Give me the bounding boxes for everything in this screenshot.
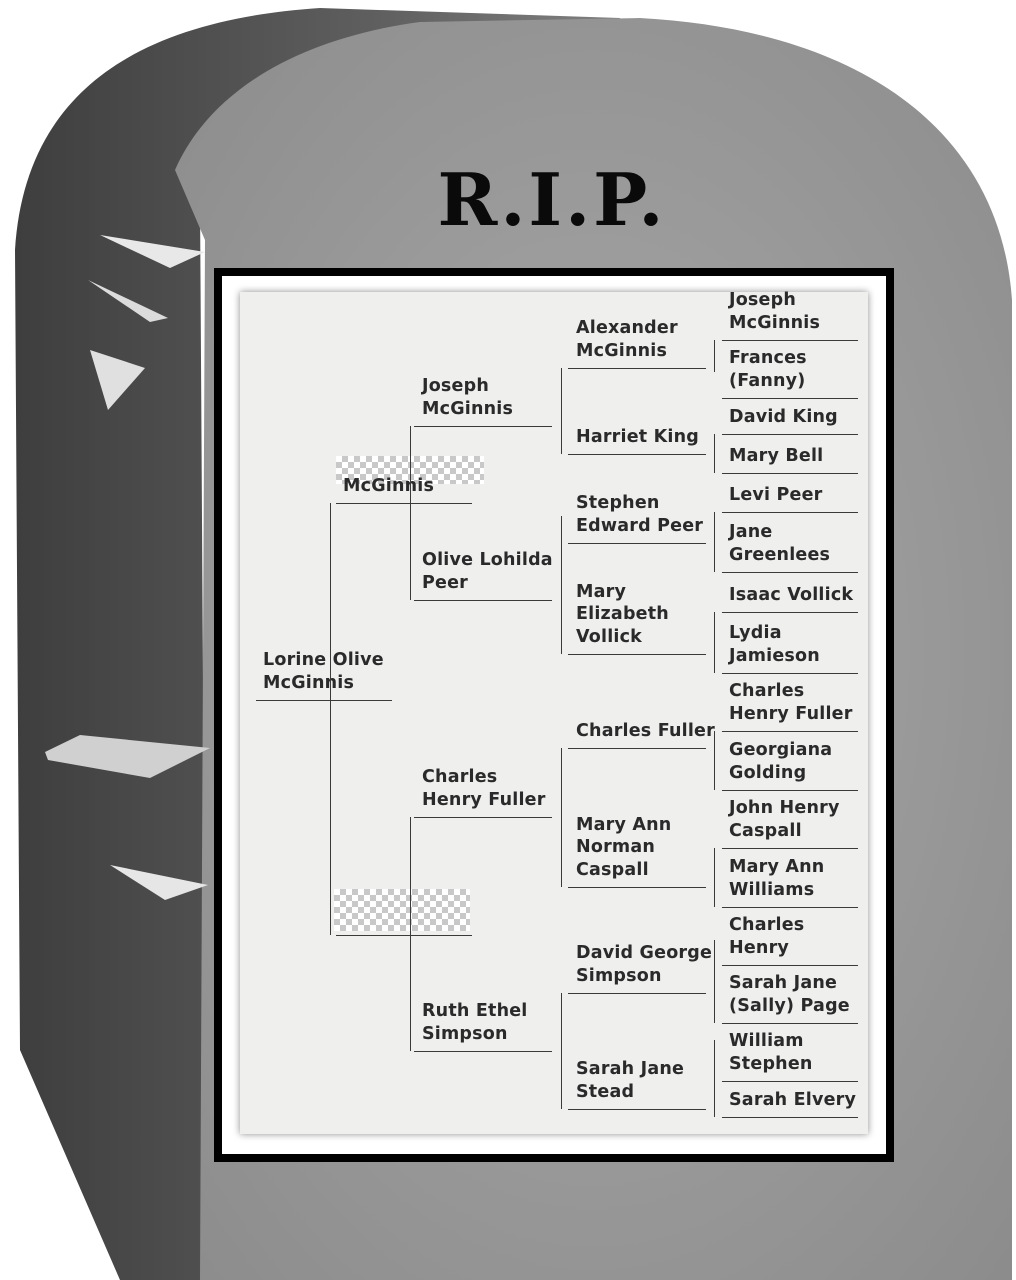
stone-cracks — [45, 235, 210, 900]
great-grandparent-underline — [568, 368, 706, 370]
great-grandparent-connector — [714, 848, 716, 907]
person-great-grandparent: Harriet King — [576, 426, 699, 447]
great-grandparent-connector — [714, 434, 716, 473]
father-underline — [336, 503, 472, 505]
great-great-grandparent-underline — [722, 1117, 858, 1119]
great-grandparent-underline — [568, 993, 706, 995]
great-great-grandparent-underline — [722, 473, 858, 475]
grandparent-underline — [414, 426, 552, 428]
great-grandparent-connector — [714, 612, 716, 673]
great-great-grandparent-underline — [722, 340, 858, 342]
great-grandparent-connector — [714, 1040, 716, 1117]
family-tree-paper — [240, 292, 868, 1134]
grandparent-connector — [561, 993, 563, 1109]
great-great-grandparent-underline — [722, 790, 858, 792]
great-grandparent-connector — [714, 940, 716, 1023]
father-connector — [410, 426, 412, 600]
great-great-grandparent-underline — [722, 731, 858, 733]
great-great-grandparent-underline — [722, 907, 858, 909]
self-connector — [330, 503, 332, 935]
mother-underline — [336, 935, 472, 937]
great-great-grandparent-underline — [722, 965, 858, 967]
great-great-grandparent-underline — [722, 673, 858, 675]
great-grandparent-underline — [568, 748, 706, 750]
person-great-great-grandparent: Sarah Elvery — [729, 1089, 857, 1110]
rip-heading: R.I.P. — [437, 157, 667, 242]
great-grandparent-connector — [714, 340, 716, 372]
great-great-grandparent-underline — [722, 572, 858, 574]
great-grandparent-underline — [568, 654, 706, 656]
great-great-grandparent-underline — [722, 512, 858, 514]
stone-back-side — [15, 8, 620, 1280]
great-grandparent-underline — [568, 543, 706, 545]
person-father: McGinnis — [343, 475, 435, 496]
person-great-great-grandparent: Sarah Jane(Sally) Page — [729, 973, 850, 1016]
great-great-grandparent-underline — [722, 612, 858, 614]
person-great-great-grandparent: David King — [729, 406, 838, 427]
grandparent-underline — [414, 1051, 552, 1053]
great-grandparent-underline — [568, 1109, 706, 1111]
grandparent-underline — [414, 600, 552, 602]
person-great-great-grandparent: Mary Bell — [729, 445, 824, 466]
great-great-grandparent-underline — [722, 848, 858, 850]
great-grandparent-underline — [568, 887, 706, 889]
redacted-mother-name — [334, 889, 470, 931]
grandparent-connector — [561, 368, 563, 454]
person-great-grandparent: Charles Fuller — [576, 720, 715, 741]
great-great-grandparent-underline — [722, 434, 858, 436]
person-great-great-grandparent: Levi Peer — [729, 484, 823, 505]
person-great-great-grandparent: Isaac Vollick — [729, 584, 854, 605]
mother-connector — [410, 817, 412, 1051]
grandparent-connector — [561, 748, 563, 887]
great-great-grandparent-underline — [722, 1081, 858, 1083]
self-underline — [256, 700, 392, 702]
great-grandparent-underline — [568, 454, 706, 456]
grandparent-underline — [414, 817, 552, 819]
great-grandparent-connector — [714, 731, 716, 790]
great-grandparent-connector — [714, 512, 716, 572]
great-great-grandparent-underline — [722, 1023, 858, 1025]
great-great-grandparent-underline — [722, 398, 858, 400]
grandparent-connector — [561, 516, 563, 654]
person-great-great-grandparent: Frances(Fanny) — [729, 348, 807, 391]
